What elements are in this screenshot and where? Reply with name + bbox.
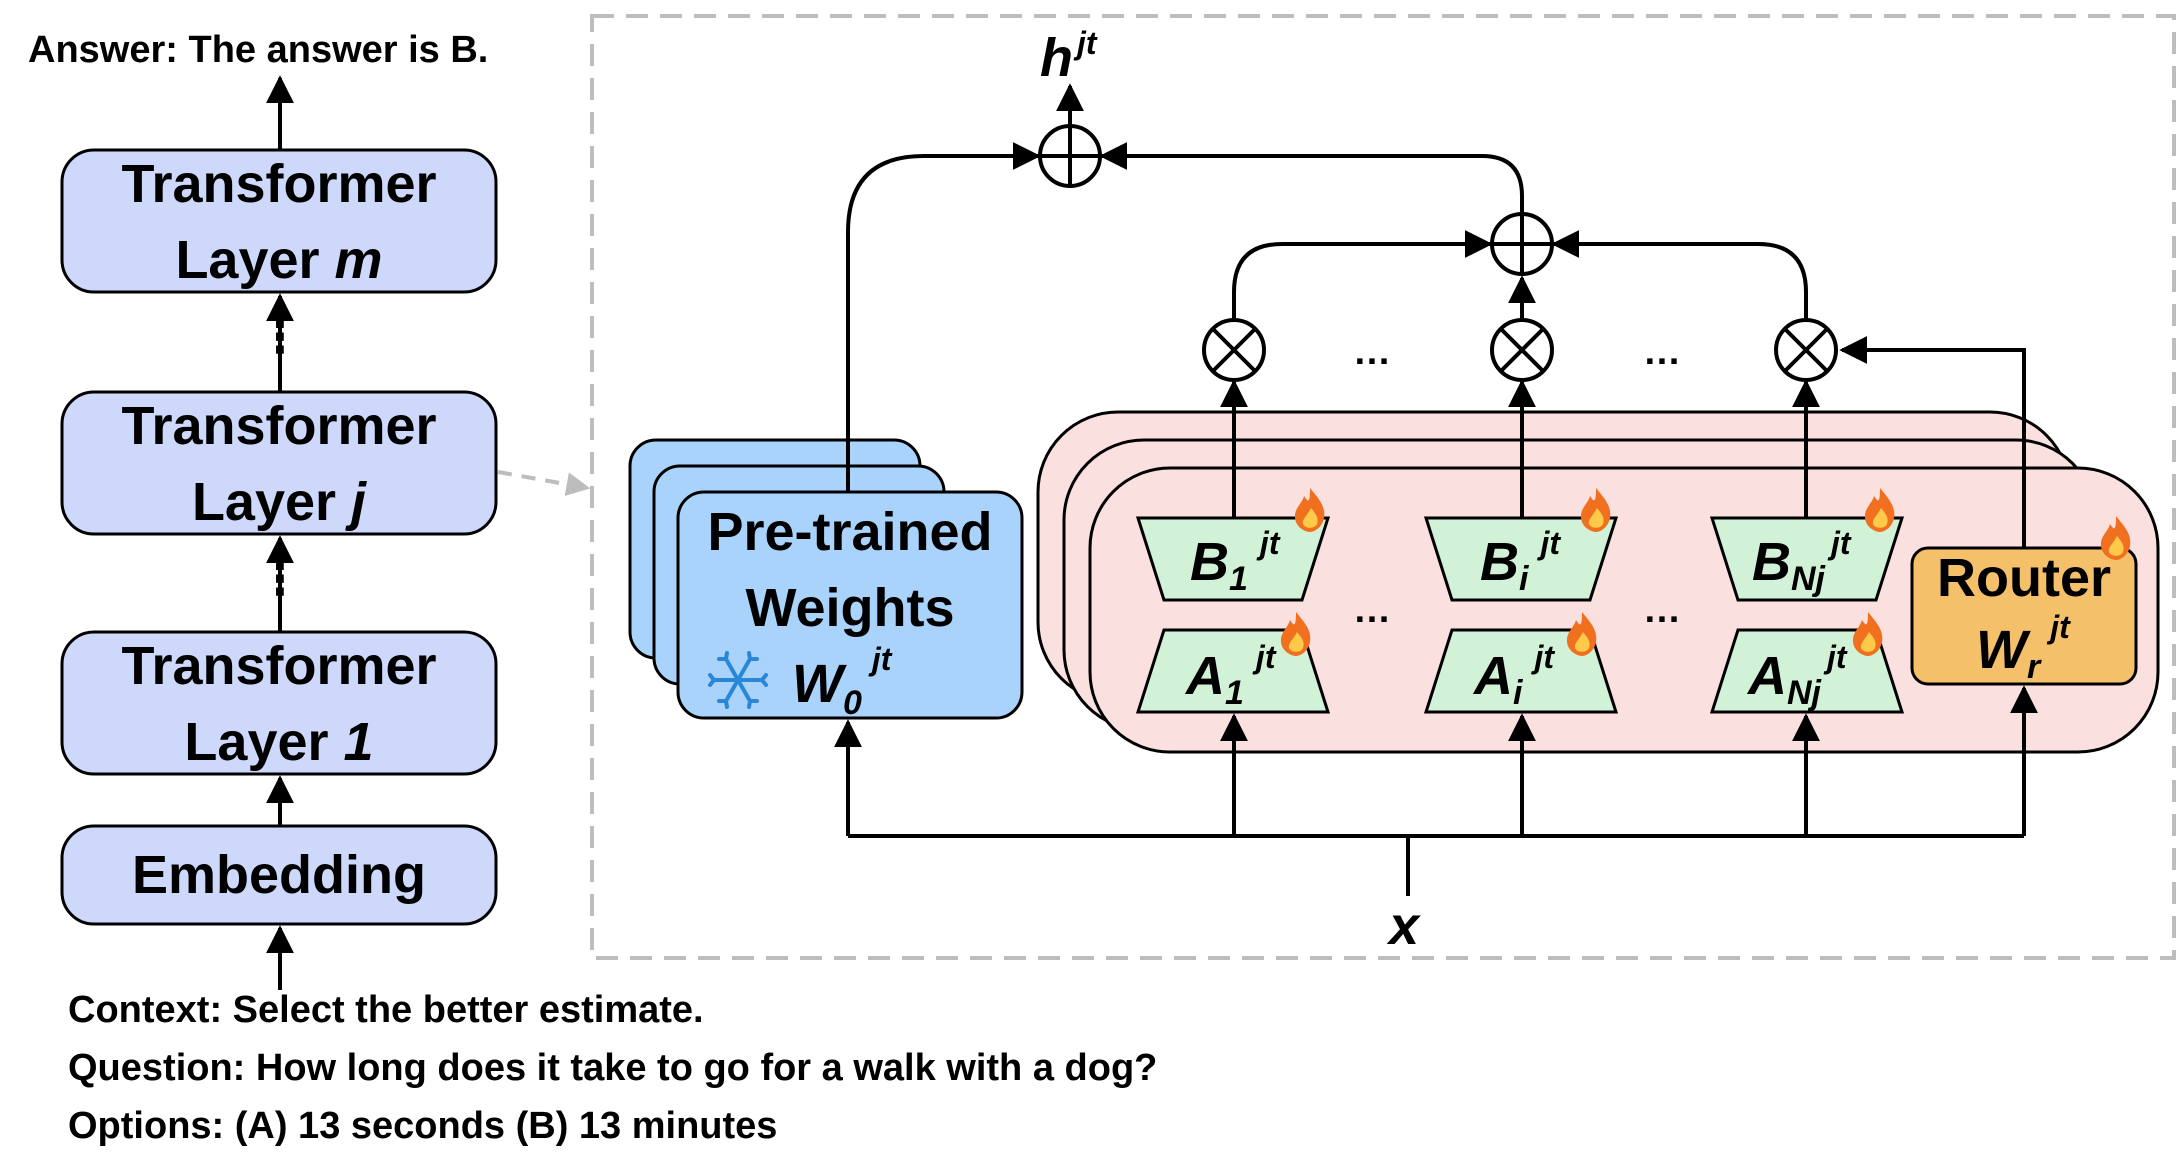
circled-times-icon [1774, 318, 1838, 382]
circled-plus-icon [1038, 124, 1102, 188]
expert-a1: A1jt [1135, 612, 1331, 714]
expert-ai: Aijt [1423, 612, 1619, 714]
context-text: Context: Select the better estimate. [68, 989, 704, 1031]
expert-bn-label: BNjjt [1752, 525, 1852, 598]
question-text: Question: How long does it take to go fo… [68, 1047, 1157, 1089]
circled-times-icon [1490, 318, 1554, 382]
expert-a1-label: A1jt [1184, 639, 1277, 712]
layer-1-title: Transformer [121, 636, 436, 696]
expert-b1-label: B1jt [1190, 525, 1281, 598]
pretrained-line1: Pre-trained [707, 502, 992, 562]
stack-dots-upper: ⋮ [258, 313, 302, 362]
embedding-label: Embedding [132, 845, 426, 905]
experts-ellipsis-right: … [1643, 589, 1681, 631]
expert-an-label: ANjjt [1746, 639, 1848, 712]
embedding-block: Embedding [60, 824, 498, 926]
lora-to-output-arrow [1099, 142, 1524, 214]
expert-to-multiply-arrows [1220, 379, 1820, 518]
expert-ai-label: Aijt [1472, 639, 1555, 712]
stack-dots-lower: ⋮ [258, 555, 302, 604]
expert-bn: BNjjt [1709, 488, 1905, 602]
pretrained-line2: Weights [745, 578, 954, 638]
router-block: Router Wrjt [1910, 516, 2138, 686]
transformer-layer-1: Transformer Layer 1 [60, 630, 498, 776]
multiply-ellipsis-left: … [1353, 331, 1391, 373]
router-to-multiply-arrow [1839, 336, 2026, 548]
answer-text: Answer: The answer is B. [28, 29, 488, 71]
router-wr: Wrjt [1976, 609, 2071, 686]
layer-j-title: Transformer [121, 396, 436, 456]
transformer-layer-m: Transformer Layer m [60, 148, 498, 294]
pretrained-w0: W0jt [792, 641, 893, 722]
expert-bi: Bijt [1423, 488, 1619, 602]
snowflake-icon [708, 651, 768, 709]
expert-bi-label: Bijt [1480, 525, 1561, 598]
multiply-ellipsis-right: … [1643, 331, 1681, 373]
multiply-to-sum-arrows [1232, 230, 1808, 320]
detail-frame [590, 14, 2176, 960]
layer-1-label: Layer 1 [184, 712, 373, 772]
layer-m-label: Layer m [175, 230, 382, 290]
zoom-connector [497, 470, 591, 497]
input-x-label: x [1386, 896, 1421, 956]
options-text: Options: (A) 13 seconds (B) 13 minutes [68, 1105, 777, 1147]
experts-ellipsis-left: … [1353, 589, 1391, 631]
weights-to-output-arrow [846, 142, 1041, 492]
circled-plus-icon [1490, 212, 1554, 276]
pretrained-weights-stack: Pre-trained Weights W0jt [628, 438, 1024, 722]
layer-m-title: Transformer [121, 154, 436, 214]
circled-times-icon [1202, 318, 1266, 382]
expert-b1: B1jt [1135, 488, 1331, 602]
layer-j-label: Layer j [192, 472, 367, 532]
transformer-layer-j: Transformer Layer j [60, 390, 498, 536]
router-label: Router [1937, 548, 2111, 608]
expert-an: ANjjt [1709, 612, 1905, 714]
